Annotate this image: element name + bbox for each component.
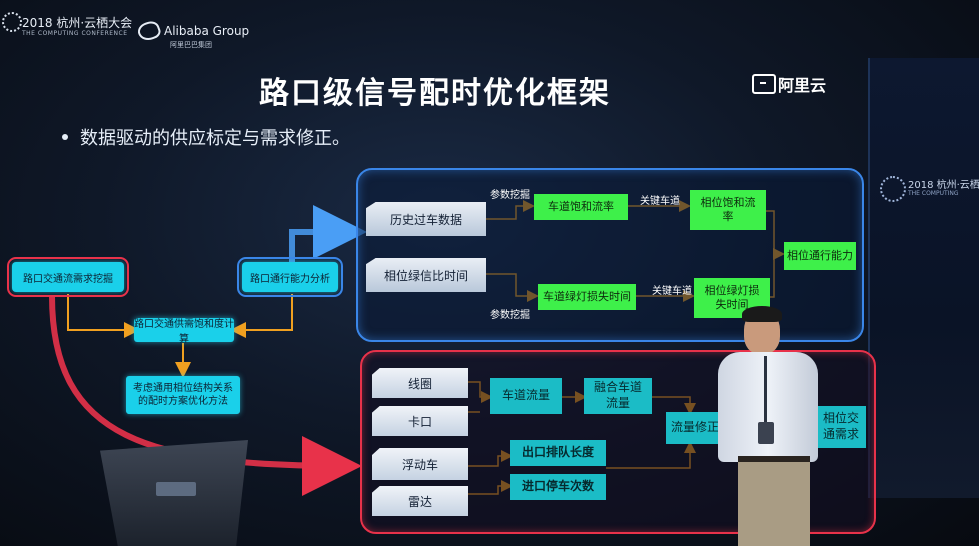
capacity-analysis-box: 路口通行能力分析 [237,257,343,297]
source-loop-box: 线圈 [372,368,468,398]
lane-flow-box: 车道流量 [490,378,562,414]
slide-title: 路口级信号配时优化框架 [259,76,611,111]
conference-globe-icon [2,12,22,32]
side-screen: 2018 杭州·云栖 THE COMPUTING [868,58,979,498]
lanyard [764,356,767,426]
globe-icon [880,176,906,202]
podium-badge-icon [156,482,196,496]
alibaba-group-text: Alibaba Group [164,24,250,38]
phase-capacity-box: 相位通行能力 [784,242,856,270]
param-mining-label-top: 参数挖掘 [490,190,530,201]
source-radar-box: 雷达 [372,486,468,516]
param-mining-label-bottom: 参数挖掘 [490,310,530,321]
phase-saturation-box: 相位饱和流率 [690,190,766,230]
alibaba-group-cn: 阿里巴巴集团 [170,41,212,49]
conference-subtitle: THE COMPUTING CONFERENCE [22,30,128,37]
presenter-trousers [738,458,810,546]
aliyun-logo-icon [752,74,776,94]
badge-icon [758,422,774,444]
conference-title: 2018 杭州·云栖大会 [22,16,133,30]
presenter-belt [738,456,810,462]
aliyun-logo-text: 阿里云 [778,76,827,95]
flow-correction-box: 流量修正 [666,412,724,444]
saturation-calc-box: 路口交通供需饱和度计算 [134,318,234,345]
lane-green-loss-box: 车道绿灯损失时间 [538,284,636,310]
lane-saturation-box: 车道饱和流率 [534,194,628,220]
key-lane-label-bottom: 关键车道 [652,286,692,297]
phase-demand-box: 相位交通需求 [816,406,866,448]
side-screen-title: 2018 杭州·云栖 [908,180,979,191]
entry-stops-box: 进口停车次数 [510,474,606,500]
key-lane-label-top: 关键车道 [640,196,680,207]
slide-bullet: 数据驱动的供应标定与需求修正。 [62,124,350,150]
source-checkpoint-box: 卡口 [372,406,468,436]
phase-ratio-box: 相位绿信比时间 [366,258,486,292]
history-data-box: 历史过车数据 [366,202,486,236]
side-screen-subtitle: THE COMPUTING [908,190,959,197]
demand-mining-box: 路口交通流需求挖掘 [7,257,129,297]
bullet-text: 数据驱动的供应标定与需求修正。 [80,128,350,149]
source-floating-car-box: 浮动车 [372,448,468,480]
podium [100,440,248,546]
presenter-hair [742,306,782,322]
presenter-shirt [718,352,818,462]
exit-queue-box: 出口排队长度 [510,440,606,466]
fused-lane-flow-box: 融合车道流量 [584,378,652,414]
timing-method-box: 考虑通用相位结构关系的配时方案优化方法 [126,376,240,414]
